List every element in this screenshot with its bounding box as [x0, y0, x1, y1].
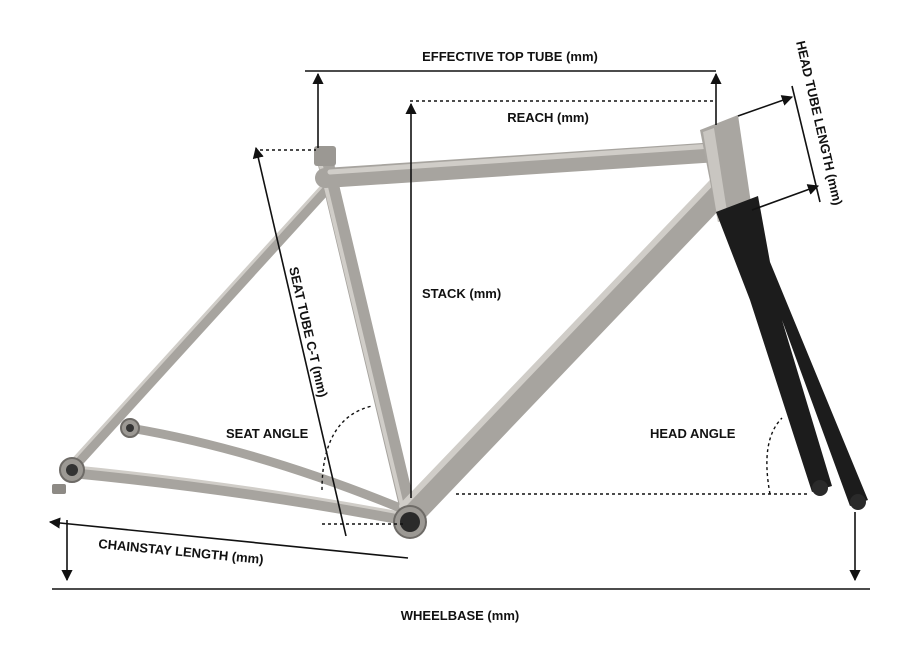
seat-angle-label: SEAT ANGLE — [226, 426, 309, 441]
reach-label: REACH (mm) — [507, 110, 589, 125]
bike-fork — [716, 196, 868, 510]
stack-dimension: STACK (mm) — [405, 102, 501, 498]
effective-top-tube-dimension: EFFECTIVE TOP TUBE (mm) — [305, 49, 722, 148]
stack-label: STACK (mm) — [422, 286, 501, 301]
bike-frame — [52, 115, 752, 539]
seat-tube-label: SEAT TUBE C-T (mm) — [286, 265, 331, 398]
head-angle-marker: HEAD ANGLE — [456, 417, 808, 495]
seat-angle-marker: SEAT ANGLE — [226, 405, 404, 525]
effective-top-tube-label: EFFECTIVE TOP TUBE (mm) — [422, 49, 598, 64]
head-tube-length-dimension: HEAD TUBE LENGTH (mm) — [737, 39, 846, 211]
wheelbase-label: WHEELBASE (mm) — [401, 608, 519, 623]
chainstay-length-dimension: CHAINSTAY LENGTH (mm) — [48, 517, 409, 567]
head-angle-label: HEAD ANGLE — [650, 426, 736, 441]
wheelbase-dimension: WHEELBASE (mm) — [52, 512, 870, 623]
reach-dimension: REACH (mm) — [410, 100, 714, 125]
